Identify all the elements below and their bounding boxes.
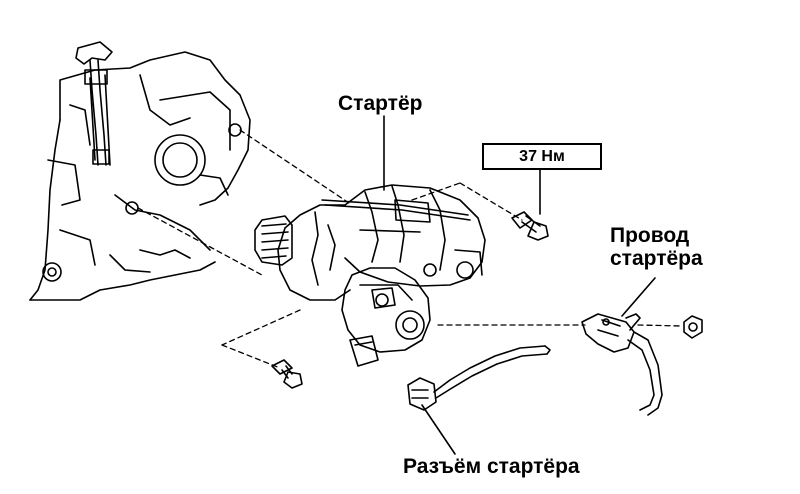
starter-wire-label: Провод стартёра <box>610 224 703 270</box>
engine-housing <box>29 51 251 301</box>
starter-wire-label-line2: стартёра <box>610 247 703 271</box>
starter-wire <box>581 313 663 416</box>
starter-motor <box>254 184 486 367</box>
leader-lines <box>383 115 656 455</box>
dipstick <box>75 41 113 166</box>
torque-value: 37 Нм <box>519 147 565 165</box>
torque-box: 37 Нм <box>482 143 602 170</box>
starter-label: Стартёр <box>338 92 423 115</box>
terminal-nut <box>683 315 703 339</box>
starter-bolt-upper <box>511 211 549 241</box>
starter-connector-label: Разъём стартёра <box>403 455 580 478</box>
alignment-lines <box>137 129 683 369</box>
starter-wire-label-line1: Провод <box>610 224 690 247</box>
starter-connector-part <box>407 345 551 411</box>
starter-bolt-lower <box>271 359 303 389</box>
